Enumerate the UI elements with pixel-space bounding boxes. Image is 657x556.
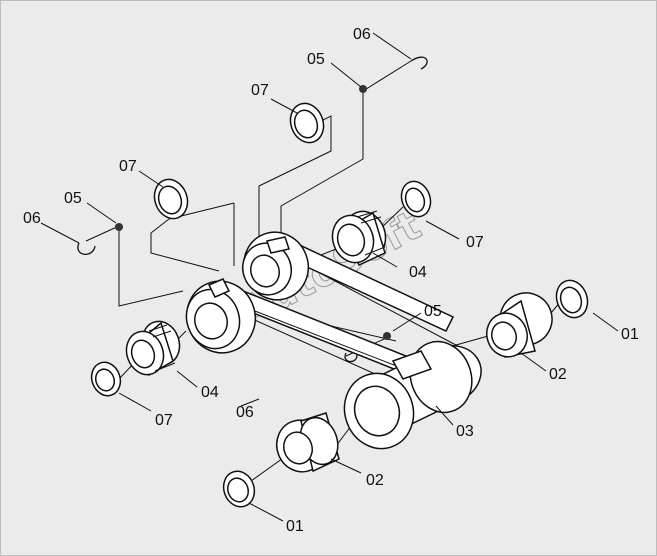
label-02-right: 02 [549, 366, 567, 383]
label-02-lower: 02 [366, 472, 384, 489]
part-03-cylinder [343, 340, 482, 450]
label-05-center: 05 [424, 303, 442, 320]
label-01-right: 01 [621, 326, 639, 343]
label-05-top: 05 [307, 51, 325, 68]
lever-eye-left [185, 278, 256, 354]
part-04-bushing-right [331, 210, 387, 267]
part-labels: 06 05 07 07 05 06 07 04 01 02 05 04 07 0… [23, 26, 639, 535]
label-07-left-upper: 07 [119, 158, 137, 175]
label-07-right: 07 [466, 234, 484, 251]
part-01-ring-upper [555, 279, 589, 319]
part-01-ring-lower [222, 470, 256, 508]
part-02-bushing-upper [486, 292, 553, 358]
label-01-lower: 01 [286, 518, 304, 535]
part-07-rings [90, 102, 432, 397]
label-05-left: 05 [64, 190, 82, 207]
label-07-top: 07 [251, 82, 269, 99]
label-06-top: 06 [353, 26, 371, 43]
label-06-left: 06 [23, 210, 41, 227]
label-04-right: 04 [409, 264, 427, 281]
label-04-left: 04 [201, 384, 219, 401]
label-leaders [40, 32, 619, 522]
label-03: 03 [456, 423, 474, 440]
lever-eye-right [242, 231, 309, 301]
part-02-bushing-lower [276, 412, 340, 473]
label-06-center: 06 [236, 404, 254, 421]
part-04-bushing-left [125, 320, 181, 377]
label-07-left-lower: 07 [155, 412, 173, 429]
